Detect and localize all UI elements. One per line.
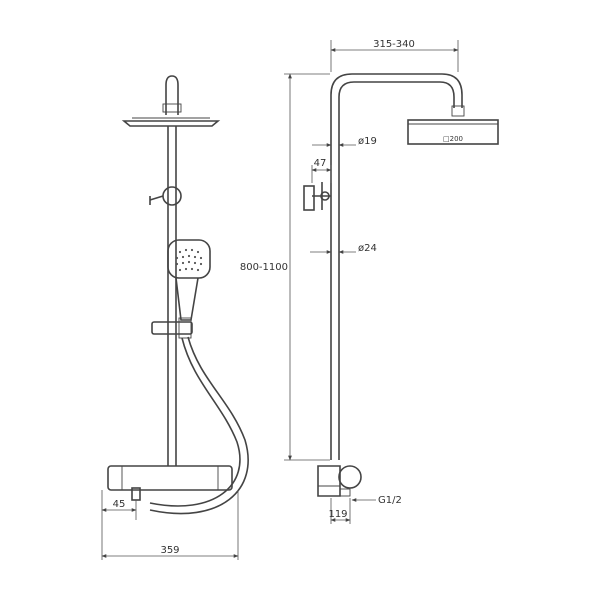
side-head-connector (451, 105, 465, 117)
rain-head-side (407, 119, 499, 145)
hose-inner (149, 337, 241, 507)
rain-head-front (121, 120, 221, 127)
dim-45-label: 45 (113, 499, 126, 510)
side-diverter-hub (320, 191, 330, 201)
hose-outer (149, 336, 249, 515)
diverter-knob (162, 186, 182, 206)
side-diverter-handle (303, 185, 315, 211)
diverter-lever (149, 195, 164, 201)
thermostatic-mixer-bar (107, 465, 233, 491)
dim-arm-label: 315-340 (373, 39, 415, 50)
slider-clamp (178, 317, 192, 339)
side-inlet (339, 488, 351, 497)
hand-shower-handle (175, 277, 199, 321)
side-mixer-knob (338, 465, 362, 489)
dim-height-label: 800-1100 (240, 262, 288, 273)
side-view: □200 315-340 800-1100 ø19 47 ø24 (240, 39, 499, 524)
overhead-arm-outer (330, 73, 463, 460)
hand-shower-head (167, 239, 211, 279)
slider-holder (151, 321, 193, 335)
dim-g12-label: G1/2 (378, 495, 402, 506)
top-gooseneck (165, 75, 179, 115)
dim-47-label: 47 (314, 158, 327, 169)
front-view: 45 359 (101, 75, 249, 560)
head-size-label: □200 (443, 135, 463, 143)
hand-shower-nozzles (175, 248, 203, 272)
dim-119-label: 119 (328, 509, 347, 520)
dim-24-label: ø24 (358, 243, 377, 254)
dim-19-label: ø19 (358, 136, 377, 147)
side-mixer-body (317, 465, 341, 497)
dim-359-label: 359 (160, 545, 179, 556)
overhead-arm-inner (338, 81, 455, 460)
head-connector (162, 103, 182, 113)
